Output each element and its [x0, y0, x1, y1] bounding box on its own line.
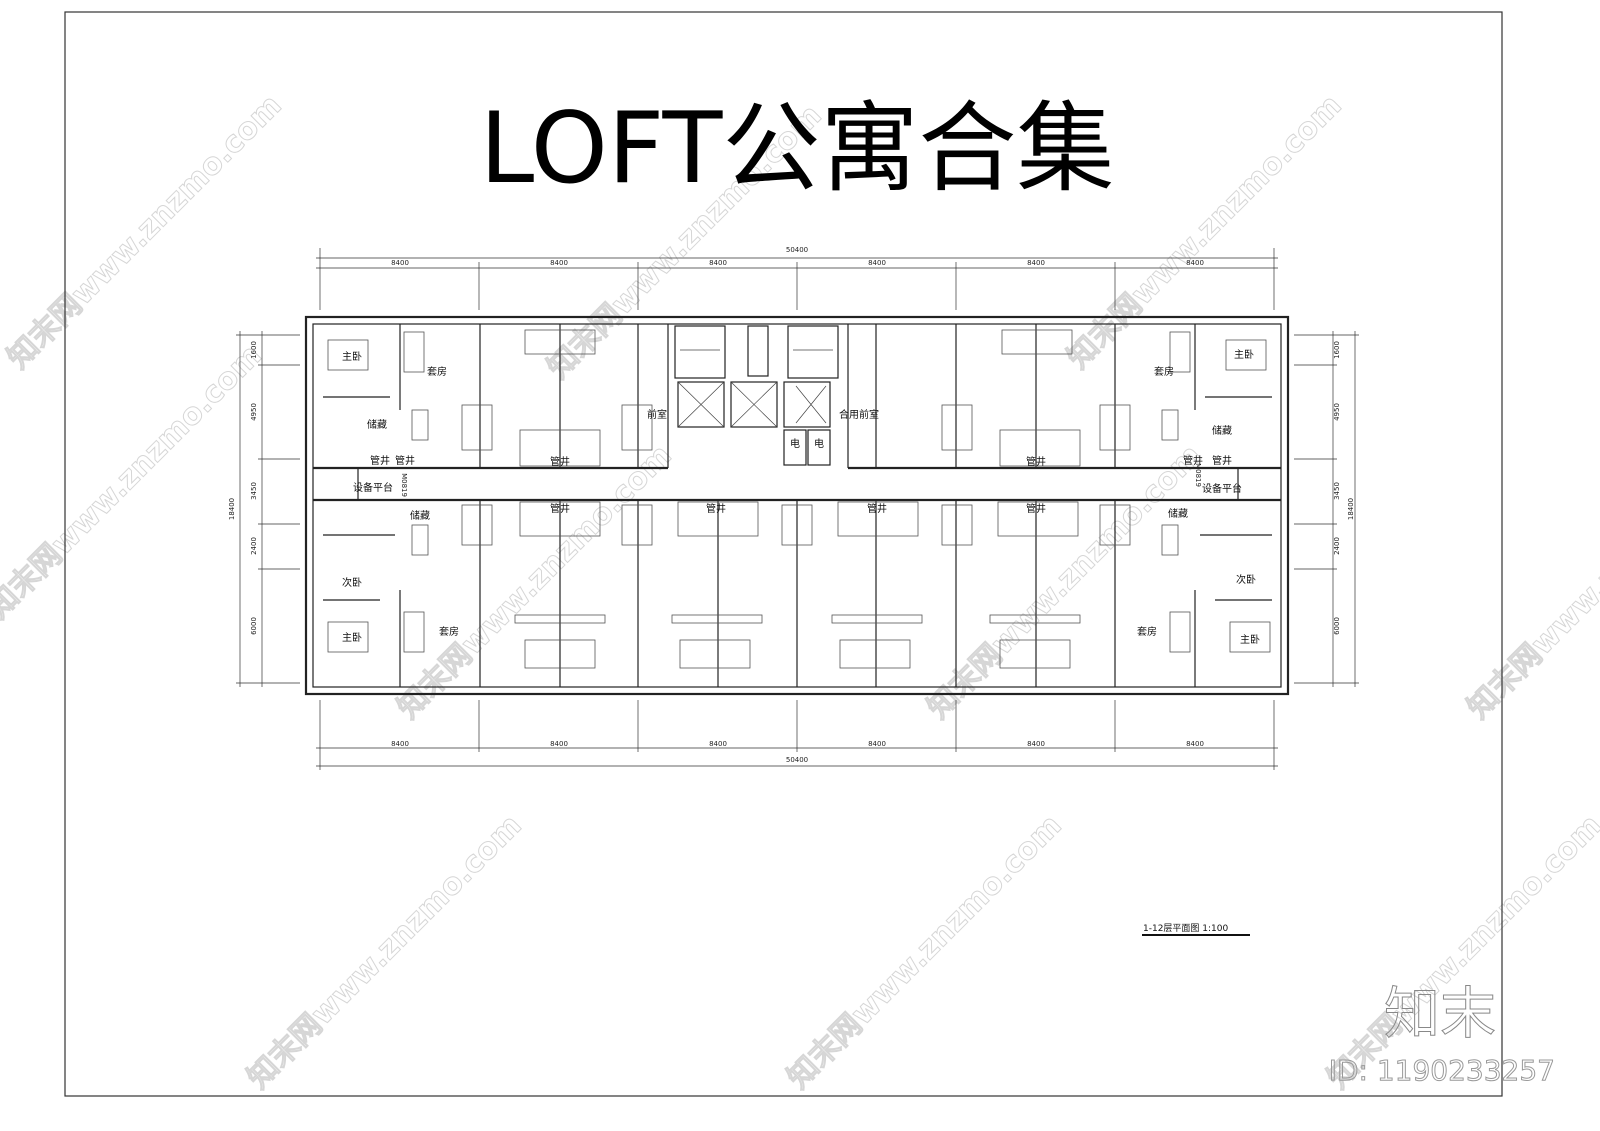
room-label: 管井: [395, 454, 415, 467]
dim-bay: 8400: [868, 740, 886, 748]
room-label: 储藏: [1212, 424, 1232, 437]
top-partitions: [323, 324, 1272, 601]
watermark-text: 知末网www.znzmo.com: [1461, 438, 1600, 726]
dim-depth: 1600: [250, 341, 258, 359]
room-label: 管井: [867, 502, 887, 515]
watermark-text: 知末网www.znzmo.com: [0, 338, 269, 626]
dim-bay: 8400: [550, 740, 568, 748]
dim-bay: 8400: [391, 259, 409, 267]
room-label: 管井: [1183, 454, 1203, 467]
watermark-text: 知末网www.znzmo.com: [1, 88, 289, 376]
dim-depth: 3450: [250, 482, 258, 500]
bottom-dimensions: 8400 8400 8400 8400 8400 8400 50400: [316, 700, 1278, 770]
watermark-text: 知末网www.znzmo.com: [1321, 808, 1600, 1096]
watermark-logo: 知末: [1384, 982, 1496, 1047]
dim-overall-top: 50400: [786, 246, 808, 254]
dim-bay: 8400: [550, 259, 568, 267]
dim-bay: 8400: [391, 740, 409, 748]
door-tag: M0819: [1194, 463, 1202, 487]
room-label: 主卧: [342, 631, 362, 644]
room-label: 管井: [706, 502, 726, 515]
dim-depth: 2400: [1333, 537, 1341, 555]
room-label: 套房: [439, 625, 459, 638]
plan-caption: 1-12层平面图 1:100: [1143, 923, 1228, 934]
dim-bay: 8400: [1027, 259, 1045, 267]
dim-bay: 8400: [1186, 259, 1204, 267]
dim-overall-depth: 18400: [228, 498, 236, 520]
room-label: 次卧: [342, 576, 362, 589]
bottom-partitions: [399, 500, 1196, 687]
room-label: 储藏: [410, 509, 430, 522]
dim-depth: 3450: [1333, 482, 1341, 500]
door-tag: M0819: [400, 473, 408, 497]
top-dimensions: 50400 8400 8400 8400 8400 8400 8400: [316, 246, 1278, 310]
watermark-text: 知末网www.znzmo.com: [921, 438, 1209, 726]
room-label: 主卧: [1234, 348, 1254, 361]
room-label: 管井: [550, 502, 570, 515]
room-label: 电: [790, 437, 800, 450]
floor-plan: 主卧 套房 储藏 管井 管井 设备平台 M0819 前室 电 电 合用前室 管井…: [304, 315, 1290, 696]
room-label: 套房: [1137, 625, 1157, 638]
room-label: 主卧: [1240, 633, 1260, 646]
dim-depth: 4950: [250, 403, 258, 421]
core: [674, 325, 839, 466]
room-label: 主卧: [342, 350, 362, 363]
watermark-text: 知末网www.znzmo.com: [391, 438, 679, 726]
room-label: 套房: [1154, 365, 1174, 378]
dim-depth: 4950: [1333, 403, 1341, 421]
right-dimensions: 1600 4950 3450 2400 6000 18400: [1294, 331, 1359, 687]
room-label: 前室: [647, 408, 667, 421]
room-label: 管井: [370, 454, 390, 467]
watermark-text: 知末网www.znzmo.com: [781, 808, 1069, 1096]
room-label: 管井: [1026, 455, 1046, 468]
dim-bay: 8400: [709, 259, 727, 267]
room-label: 合用前室: [839, 408, 879, 421]
room-label: 设备平台: [1202, 482, 1242, 495]
dim-bay: 8400: [1027, 740, 1045, 748]
room-label: 套房: [427, 365, 447, 378]
room-label: 储藏: [1168, 507, 1188, 520]
dim-depth: 1600: [1333, 341, 1341, 359]
room-label: 储藏: [367, 418, 387, 431]
dim-depth: 6000: [250, 617, 258, 635]
dim-overall-depth: 18400: [1347, 498, 1355, 520]
room-label: 管井: [1026, 502, 1046, 515]
sheet-border: [64, 11, 1503, 1097]
dim-overall-bottom: 50400: [786, 756, 808, 764]
room-label: 次卧: [1236, 573, 1256, 586]
room-label: 管井: [1212, 454, 1232, 467]
left-dimensions: 18400 1600 4950 3450 2400 6000: [228, 331, 300, 687]
dim-depth: 6000: [1333, 617, 1341, 635]
room-label: 设备平台: [353, 481, 393, 494]
room-label: 电: [814, 437, 824, 450]
room-labels: 主卧 套房 储藏 管井 管井 设备平台 M0819 前室 电 电 合用前室 管井…: [342, 348, 1260, 646]
dim-bay: 8400: [1186, 740, 1204, 748]
dim-bay: 8400: [709, 740, 727, 748]
dim-bay: 8400: [868, 259, 886, 267]
drawing-title: LOFT公寓合集: [480, 92, 1115, 206]
furniture: [327, 329, 1271, 669]
dim-depth: 2400: [250, 537, 258, 555]
room-label: 管井: [550, 455, 570, 468]
watermark-id: ID: 1190233257: [1329, 1054, 1555, 1087]
watermark-text: 知末网www.znzmo.com: [241, 808, 529, 1096]
